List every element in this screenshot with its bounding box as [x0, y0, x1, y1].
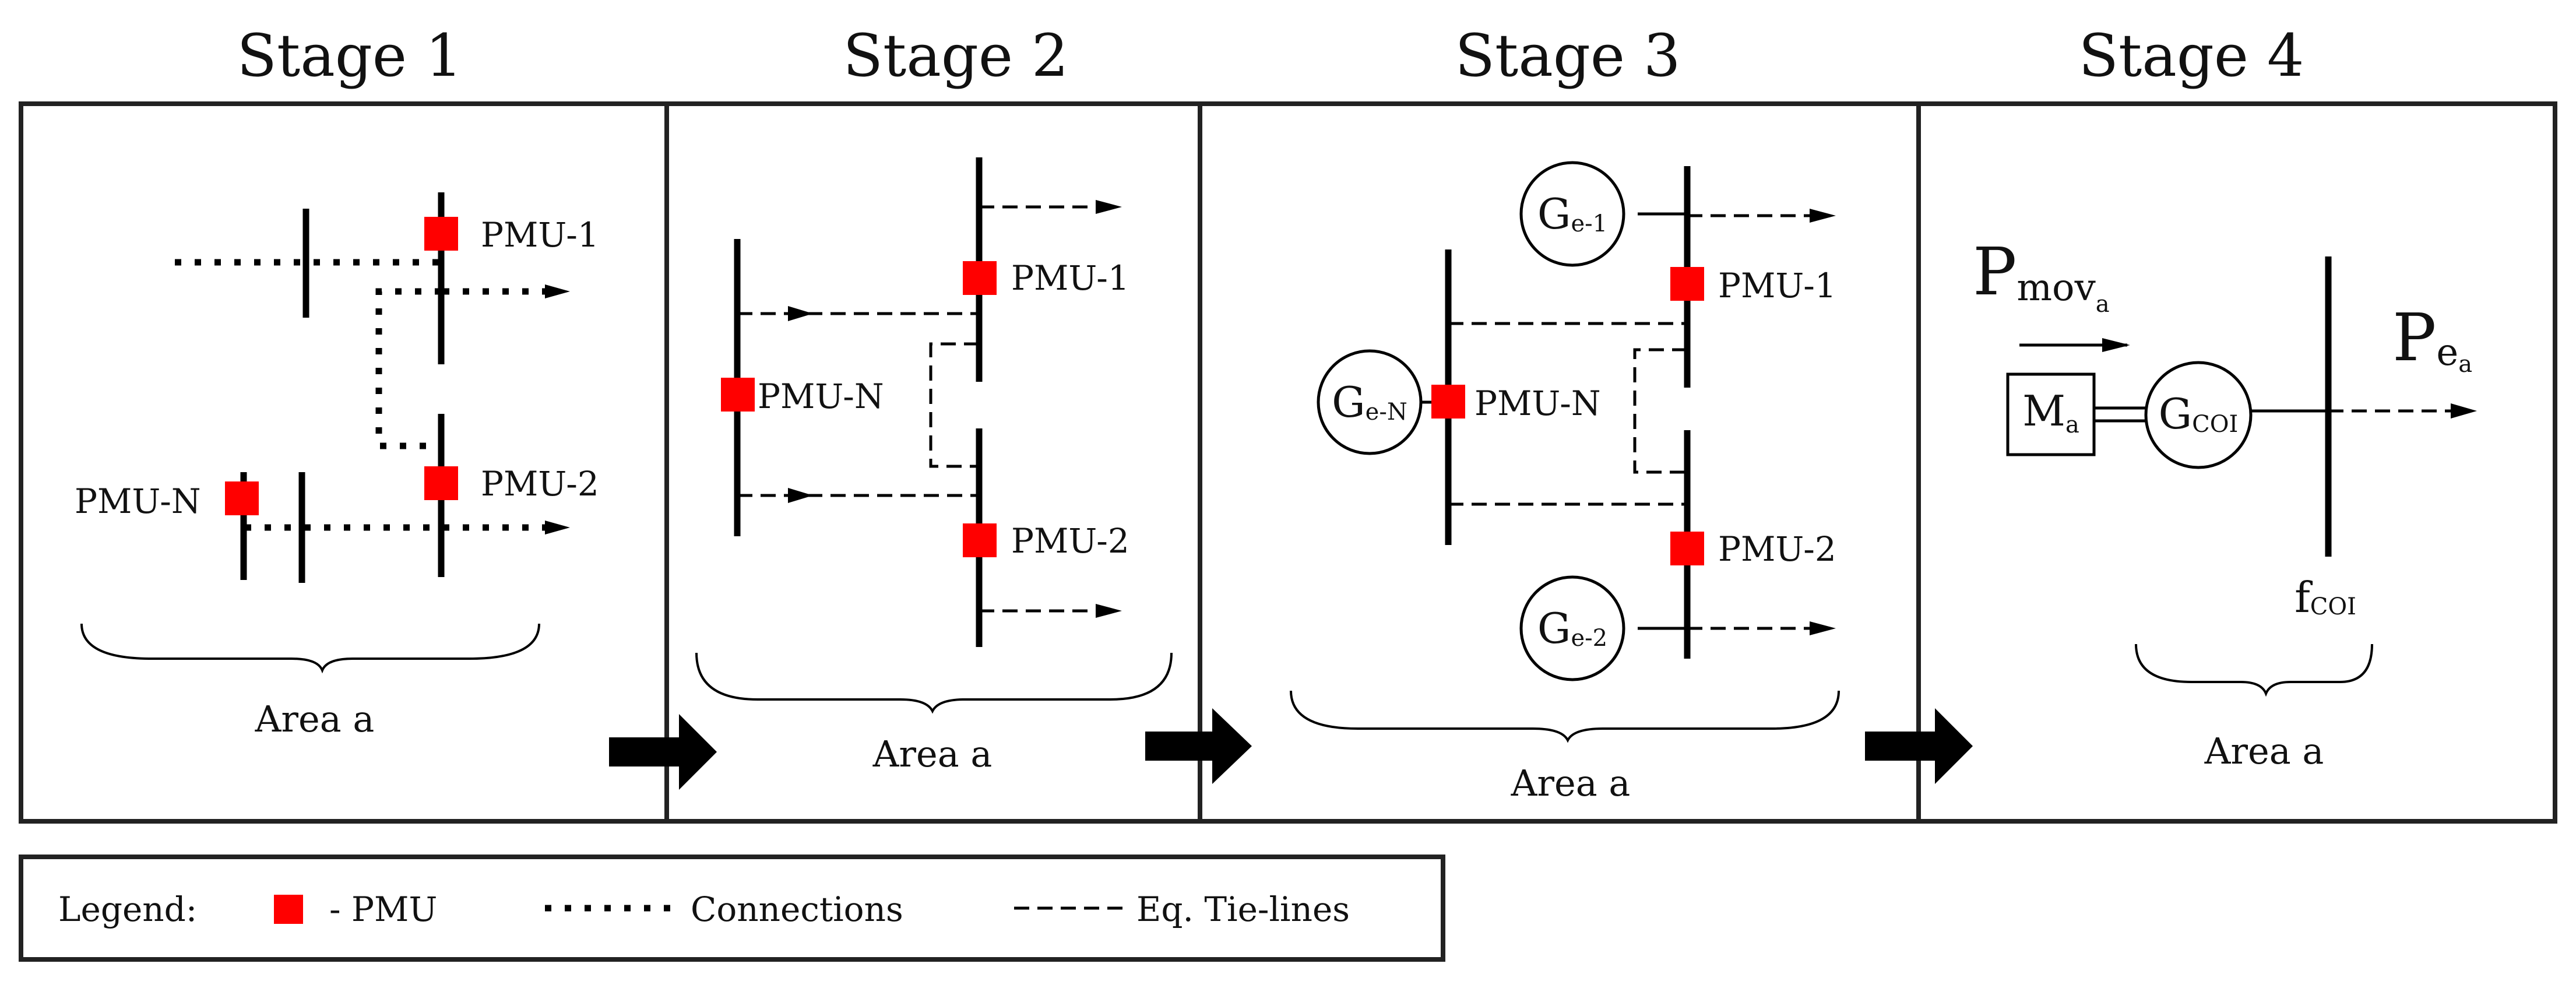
s2-tie-vertical	[929, 342, 979, 468]
s3-pmu-1	[1670, 267, 1704, 301]
s1-area-label: Area a	[255, 698, 375, 740]
s1-area-brace	[80, 623, 540, 674]
s3-gen-1-label: Ge-1	[1537, 189, 1607, 238]
legend-pmu-swatch	[274, 895, 303, 924]
stage-1-diagram: PMU-1 PMU-2 PMU-N Area a	[75, 192, 599, 740]
s2-pmu-2-label: PMU-2	[1011, 521, 1129, 561]
stage-4-panel	[1916, 101, 2557, 824]
s2-pmu-1	[963, 261, 997, 295]
s3-gen-n-label: Ge-N	[1332, 378, 1407, 427]
s1-pmu-n-label: PMU-N	[75, 481, 201, 521]
s4-area-label: Area a	[2204, 730, 2324, 772]
legend-box	[19, 855, 1445, 962]
s2-pmu-n	[721, 378, 755, 412]
stage-2-panel	[664, 101, 1202, 824]
s3-out-top-arrow	[1810, 209, 1836, 223]
s3-gen-2-label: Ge-2	[1537, 604, 1607, 653]
s3-pmu-n-label: PMU-N	[1474, 384, 1601, 423]
s1-arrowhead-top	[545, 284, 570, 298]
s1-pmu-2-label: PMU-2	[481, 464, 599, 504]
s3-pmu-n	[1431, 385, 1465, 419]
stage-2-title: Stage 2	[843, 22, 1069, 90]
s4-area-brace	[2135, 644, 2373, 697]
transition-arrow-2	[1145, 708, 1252, 784]
s2-out-top-arrow	[1096, 200, 1122, 214]
s2-out-bottom-arrow	[1096, 604, 1122, 618]
s2-pmu-n-label: PMU-N	[758, 377, 884, 416]
s4-gen-coi-label: GCOI	[2159, 389, 2239, 438]
s4-pe-label: Pea	[2392, 300, 2472, 378]
stage-3-diagram: Ge-1 Ge-N Ge-2 PMU-1 PMU-N PMU-2 Area a	[1290, 161, 1840, 804]
s1-pmu-2	[424, 466, 458, 500]
s3-gen-1	[1519, 161, 1625, 267]
s1-pmu-n	[225, 481, 259, 515]
s3-tie-vertical	[1633, 348, 1687, 474]
s3-area-label: Area a	[1511, 762, 1631, 804]
s2-tie-upper-arrow	[788, 306, 813, 321]
transition-arrow-1	[609, 714, 717, 790]
s4-machine-box	[2006, 372, 2096, 456]
stage-2-diagram: PMU-1 PMU-N PMU-2 Area a	[695, 157, 1173, 775]
s2-area-label: Area a	[872, 733, 993, 775]
stage-3-title: Stage 3	[1455, 22, 1681, 90]
legend-title: Legend:	[58, 889, 197, 929]
s4-pmov-label: Pmova	[1973, 234, 2110, 318]
s3-pmu-2	[1670, 532, 1704, 565]
s3-area-brace	[1290, 690, 1840, 743]
legend-tie-lines-label: Eq. Tie-lines	[1136, 889, 1350, 929]
s4-fcoi-label: fCOI	[2295, 573, 2356, 622]
s4-machine-label: Ma	[2022, 386, 2079, 438]
s3-gen-2	[1519, 575, 1625, 681]
s2-pmu-2	[963, 523, 997, 557]
stage-1-title: Stage 1	[237, 22, 463, 90]
s1-pmu-1-label: PMU-1	[481, 215, 599, 255]
stage-4-title: Stage 4	[2079, 22, 2304, 90]
s1-conn-vertical	[375, 288, 441, 449]
transition-arrow-3	[1865, 708, 1973, 784]
s4-out-arrow	[2451, 403, 2477, 419]
s2-tie-lower-arrow	[788, 488, 813, 503]
legend-connections-label: Connections	[691, 889, 903, 929]
s3-pmu-2-label: PMU-2	[1718, 529, 1836, 569]
s1-pmu-1	[424, 217, 458, 251]
legend: Legend: - PMU Connections Eq. Tie-lines	[19, 855, 1445, 962]
s3-out-bottom-arrow	[1810, 621, 1836, 635]
s4-gen-coi	[2144, 361, 2253, 469]
s3-pmu-1-label: PMU-1	[1718, 266, 1836, 305]
s3-gen-n	[1317, 349, 1423, 455]
stage-4-diagram: Pmova Ma GCOI Pea fCOI Area a	[1973, 234, 2477, 772]
s2-pmu-1-label: PMU-1	[1011, 258, 1129, 298]
legend-pmu-label: - PMU	[329, 889, 437, 929]
s2-area-brace	[695, 652, 1173, 714]
s1-arrowhead-bottom	[545, 521, 570, 535]
